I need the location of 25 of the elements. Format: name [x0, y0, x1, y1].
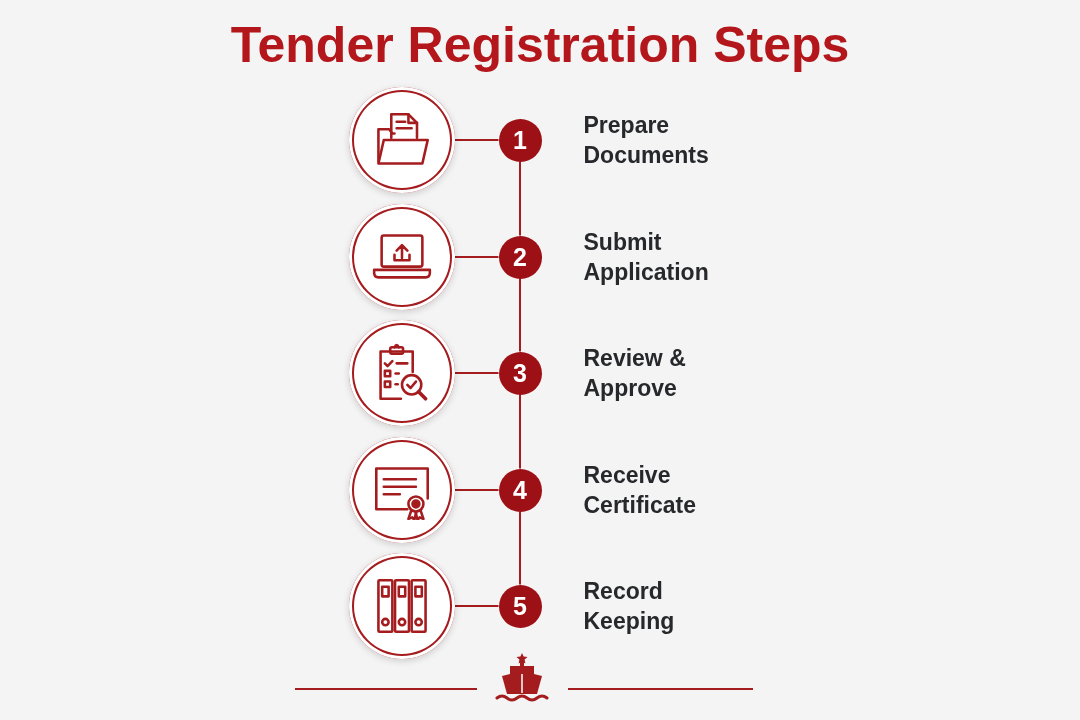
step-number: 2 — [498, 235, 542, 279]
icon-circle — [349, 437, 455, 543]
step-title: Submit Application — [583, 228, 710, 287]
step-title: Prepare Documents — [583, 111, 710, 170]
step-number: 5 — [498, 584, 542, 628]
connector-line — [454, 605, 500, 607]
step-title: Record Keeping — [583, 577, 676, 636]
icon-circle — [349, 87, 455, 193]
step-title: Review & Approve — [583, 344, 687, 403]
connector-line — [519, 393, 521, 470]
connector-line — [454, 372, 500, 374]
step-number: 1 — [498, 118, 542, 162]
connector-line — [519, 277, 521, 353]
step-number: 3 — [498, 351, 542, 395]
icon-circle — [349, 320, 455, 426]
icon-circle — [349, 204, 455, 310]
connector-line — [454, 139, 500, 141]
step-title: Receive Certificate — [583, 461, 697, 520]
diagram-title: Tender Registration Steps — [230, 16, 850, 74]
step-number: 4 — [498, 468, 542, 512]
connector-line — [519, 160, 521, 237]
icon-circle — [349, 553, 455, 659]
connector-line — [519, 510, 521, 586]
connector-line — [454, 489, 500, 491]
connector-line — [454, 256, 500, 258]
